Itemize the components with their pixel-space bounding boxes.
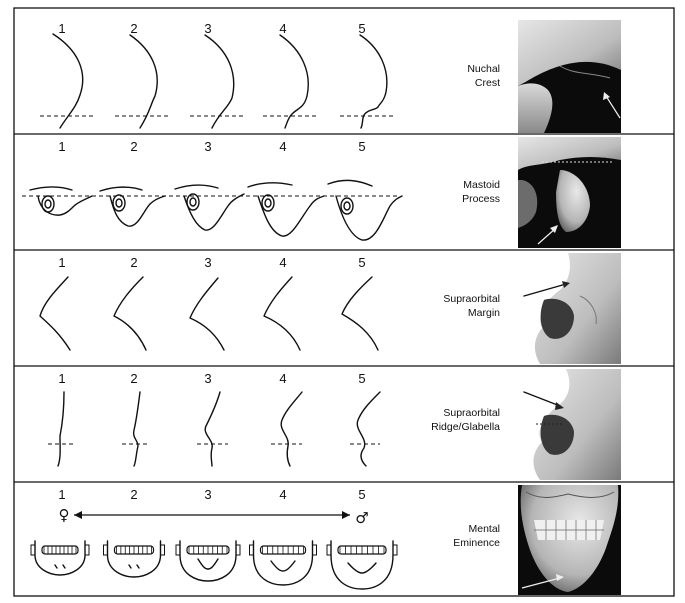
mental-eminence-sketches: ♀ ♂ [59, 506, 369, 527]
svg-text:Mental: Mental [468, 523, 500, 535]
supraorbital-ridge-glabella-sketches [48, 392, 380, 466]
svg-text:Margin: Margin [468, 307, 500, 319]
svg-text:Supraorbital: Supraorbital [443, 407, 500, 419]
photo-supraorbital-margin [518, 253, 621, 364]
label-line: Eminence [453, 537, 500, 549]
scale-number: 3 [204, 255, 211, 270]
scale-numbers: 1 2 3 4 5 1 2 3 4 5 1 2 3 4 5 1 2 3 4 5 1 2 3 4 5 [58, 21, 365, 502]
scale-number: 1 [58, 487, 65, 502]
svg-text:Process: Process [462, 193, 500, 205]
scale-number: 5 [358, 139, 365, 154]
svg-text:Crest: Crest [475, 77, 500, 89]
scale-number: 1 [58, 139, 65, 154]
svg-text:Mastoid: Mastoid [463, 179, 500, 191]
label-line: Supraorbital [443, 293, 500, 305]
row-label-supraorbital-margin: Supraorbital Margin [443, 293, 500, 319]
chin-eminence-mark [129, 565, 139, 568]
scale-number: 3 [204, 487, 211, 502]
scale-number: 1 [58, 255, 65, 270]
photo-mastoid-process [518, 137, 621, 248]
photo-supraorbital-ridge-glabella [518, 369, 621, 480]
scale-number: 4 [279, 139, 286, 154]
photo-nuchal-crest [518, 20, 621, 133]
scale-number: 1 [58, 21, 65, 36]
scale-number: 4 [279, 21, 286, 36]
row-label-supraorbital-ridge-glabella: Supraorbital Ridge/Glabella [431, 407, 500, 433]
supraorbital-margin-sketches [40, 277, 378, 350]
scale-number: 4 [279, 255, 286, 270]
chin-eminence-mark [348, 563, 376, 573]
scale-number: 3 [204, 21, 211, 36]
label-line: Supraorbital [443, 407, 500, 419]
scale-number: 2 [130, 255, 137, 270]
scale-number: 1 [58, 371, 65, 386]
scale-number: 5 [358, 487, 365, 502]
label-line: Margin [468, 307, 500, 319]
row-label-nuchal-crest: Nuchal Crest [467, 63, 500, 89]
mandible-sketches [31, 541, 397, 589]
scale-number: 5 [358, 21, 365, 36]
scale-number: 2 [130, 371, 137, 386]
label-line: Ridge/Glabella [431, 421, 500, 433]
scale-number: 2 [130, 21, 137, 36]
row-label-mental-eminence: Mental Eminence [453, 523, 500, 549]
chin-eminence-mark [198, 559, 218, 569]
scale-number: 3 [204, 139, 211, 154]
label-line: Mastoid [463, 179, 500, 191]
row-label-mastoid-process: Mastoid Process [462, 179, 500, 205]
scale-number: 5 [358, 371, 365, 386]
nuchal-crest-sketches [40, 34, 395, 128]
chin-eminence-mark [271, 561, 295, 571]
label-line: Process [462, 193, 500, 205]
label-line: Mental [468, 523, 500, 535]
chin-eminence-mark [55, 565, 65, 568]
label-line: Crest [475, 77, 500, 89]
svg-text:Ridge/Glabella: Ridge/Glabella [431, 421, 500, 433]
scale-number: 3 [204, 371, 211, 386]
scale-number: 2 [130, 487, 137, 502]
svg-text:Eminence: Eminence [453, 537, 500, 549]
mastoid-process-sketches [22, 180, 402, 240]
scale-number: 4 [279, 371, 286, 386]
female-symbol: ♀ [59, 506, 70, 524]
scale-number: 2 [130, 139, 137, 154]
scale-number: 5 [358, 255, 365, 270]
scale-number: 4 [279, 487, 286, 502]
male-symbol: ♂ [355, 509, 368, 527]
svg-text:Nuchal: Nuchal [467, 63, 500, 75]
svg-text:Supraorbital: Supraorbital [443, 293, 500, 305]
photo-mental-eminence [518, 485, 621, 595]
label-line: Nuchal [467, 63, 500, 75]
